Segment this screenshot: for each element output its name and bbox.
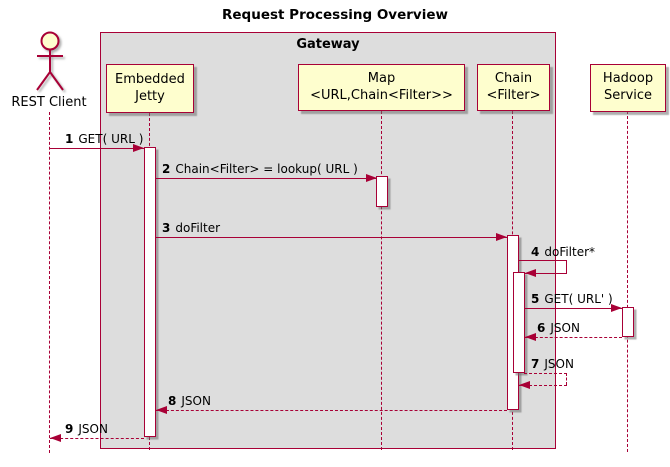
message-7-line-vert: [566, 373, 567, 385]
message-8-arrowhead-icon: [156, 406, 167, 414]
message-4-line-bottom: [525, 273, 567, 274]
participant-name-line: Chain: [494, 70, 533, 86]
participant-hadoop-service: Hadoop Service: [590, 64, 666, 112]
participant-name-line: <Filter>: [486, 87, 541, 103]
message-4-line-top: [518, 260, 567, 261]
message-1-arrowhead-icon: [133, 144, 144, 152]
message-6-arrowhead-icon: [525, 333, 536, 341]
gateway-frame-label: Gateway: [296, 37, 360, 52]
activation-embedded-jetty: [144, 147, 156, 437]
participant-name-line: Hadoop: [602, 71, 654, 87]
activation-chain-nested: [513, 272, 525, 373]
message-4-arrowhead-icon: [525, 269, 536, 277]
message-4-line-vert: [566, 260, 567, 273]
participant-embedded-jetty: Embedded Jetty: [106, 64, 194, 113]
participant-name-line: Map: [367, 70, 396, 86]
participant-chain: Chain <Filter>: [477, 64, 550, 111]
activation-map: [376, 176, 388, 207]
participant-name-line: <URL,Chain<Filter>>: [310, 87, 453, 103]
message-7-line-bottom: [519, 385, 567, 386]
message-7-arrowhead-icon: [519, 381, 530, 389]
actor-label: REST Client: [11, 95, 87, 110]
lifeline-hadoop-service: [627, 111, 628, 452]
participant-name-line: Service: [603, 88, 653, 103]
message-7-line-top: [524, 373, 567, 374]
message-8-line: [156, 410, 507, 411]
lifeline-map: [381, 111, 382, 450]
message-2-line: [155, 178, 377, 179]
participant-name-line: Jetty: [135, 88, 165, 104]
message-9-arrowhead-icon: [50, 434, 61, 442]
participant-name-line: Embedded: [115, 71, 185, 87]
message-5-arrowhead-icon: [611, 304, 622, 312]
diagram-title: Request Processing Overview: [222, 7, 448, 23]
activation-hadoop-service: [622, 307, 634, 337]
message-5-line: [524, 308, 622, 309]
rest-client-actor-icon: [36, 31, 64, 91]
lifeline-rest-client: [49, 112, 50, 453]
message-3-line: [155, 237, 507, 238]
message-9-line: [50, 438, 144, 439]
participant-map: Map <URL,Chain<Filter>>: [298, 64, 465, 111]
message-3-arrowhead-icon: [496, 233, 507, 241]
message-1-line: [50, 148, 144, 149]
message-2-arrowhead-icon: [366, 174, 377, 182]
message-6-line: [525, 337, 622, 338]
